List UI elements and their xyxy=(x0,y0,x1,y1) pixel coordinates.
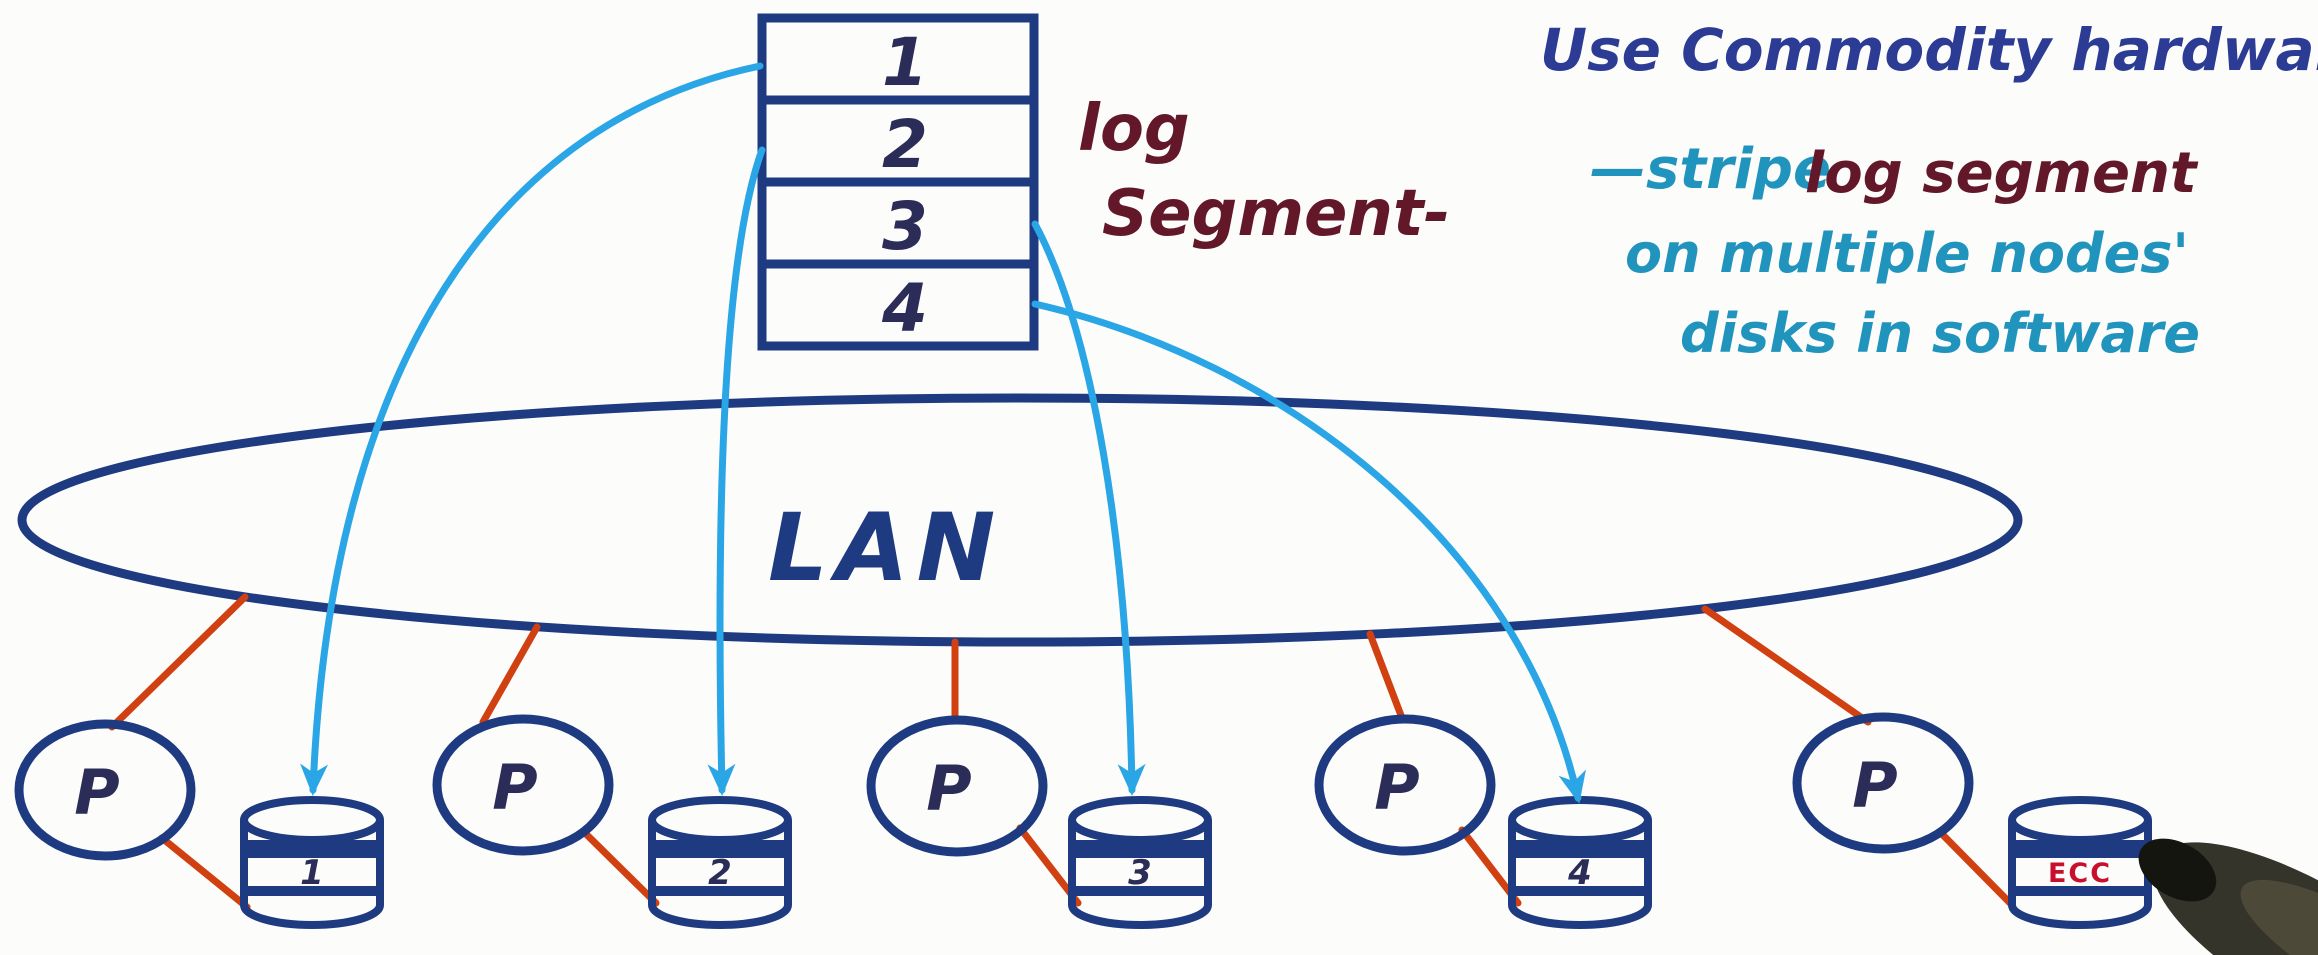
stripe-arrow-4 xyxy=(1031,300,1586,804)
stripe-arrow-3 xyxy=(1031,220,1146,796)
processors: P P P P P xyxy=(14,712,1974,861)
notes: Use Commodity hardware —stripe log segme… xyxy=(1540,16,2318,365)
disk-stripe-band xyxy=(1516,840,1644,858)
note-line4: disks in software xyxy=(1680,302,2200,365)
disk-label-4: 4 xyxy=(1567,853,1592,893)
disk-top xyxy=(648,796,792,844)
log-segment-slot-number-2: 2 xyxy=(882,106,928,183)
stripe-arrow-1 xyxy=(300,62,764,796)
disk-body xyxy=(1508,820,1652,929)
lan-processor-link-1 xyxy=(108,593,249,731)
processor-label-4: P xyxy=(1374,751,1419,824)
log-segment-label-line1: log xyxy=(1078,92,1190,166)
note-line3: on multiple nodes' xyxy=(1625,222,2189,285)
disk-top xyxy=(1508,796,1652,844)
disk-top xyxy=(240,796,384,844)
disk-stripe-band xyxy=(2016,840,2144,858)
disk-ecc-label: ECC xyxy=(2048,858,2112,889)
disk-cylinder-5: ECC xyxy=(2008,796,2152,929)
lan-processor-link-5 xyxy=(1701,605,1872,726)
pen-sheen xyxy=(2240,879,2318,955)
note-line2-dash: —stripe xyxy=(1590,137,1831,202)
processor-circle-1 xyxy=(14,719,196,861)
lan-label: LAN xyxy=(768,494,1003,603)
processor-disk-link-1 xyxy=(158,834,251,911)
disk-stripe-line xyxy=(1074,886,1206,896)
disk-label-1: 1 xyxy=(300,853,324,893)
log-segment-slot-number-3: 3 xyxy=(882,188,928,265)
processor-label-1: P xyxy=(74,756,119,829)
processor-disk-link-2 xyxy=(581,829,660,907)
stripe-arrows xyxy=(300,62,1586,804)
processor-label-5: P xyxy=(1852,749,1897,822)
disk-stripe-band xyxy=(656,840,784,858)
log-segment-label: log Segment- xyxy=(1078,92,1450,251)
processor-circle-5 xyxy=(1792,712,1974,854)
disk-cylinder-2: 2 xyxy=(648,796,792,929)
disk-stripe-line xyxy=(1514,886,1646,896)
disks: 1 2 3 4 ECC xyxy=(240,796,2152,929)
lan-ellipse xyxy=(17,393,2023,647)
log-segment-slot-number-1: 1 xyxy=(882,24,928,101)
disk-body xyxy=(240,820,384,929)
disk-stripe-band xyxy=(1076,840,1204,858)
disk-body xyxy=(2008,820,2152,929)
disk-cylinder-1: 1 xyxy=(240,796,384,929)
disk-label-3: 3 xyxy=(1128,853,1152,893)
disk-label-2: 2 xyxy=(708,853,732,893)
log-segment-label-line2: Segment- xyxy=(1102,177,1450,251)
disk-body xyxy=(648,820,792,929)
processor-circle-2 xyxy=(432,714,614,856)
disk-top xyxy=(1068,796,1212,844)
disk-stripe-line xyxy=(246,886,378,896)
pen-tip xyxy=(2138,838,2217,902)
processor-disk-link-5 xyxy=(1936,828,2016,909)
disk-cylinder-3: 3 xyxy=(1068,796,1212,929)
note-line1: Use Commodity hardware xyxy=(1540,16,2318,84)
processor-circle-3 xyxy=(866,715,1048,857)
stripe-arrow-2 xyxy=(707,146,766,796)
disk-stripe-band xyxy=(248,840,376,858)
lan-processor-link-4 xyxy=(1366,630,1406,722)
lan-processor-link-2 xyxy=(479,623,541,726)
disk-top xyxy=(2008,796,2152,844)
disk-stripe-line xyxy=(2014,886,2146,896)
network-links xyxy=(108,593,2016,911)
disk-stripe-line xyxy=(654,886,786,896)
note-line2-rest: log segment xyxy=(1805,141,2199,206)
disk-body xyxy=(1068,820,1212,929)
log-segment-slot-number-4: 4 xyxy=(881,270,928,347)
processor-label-3: P xyxy=(926,752,971,825)
processor-label-2: P xyxy=(492,751,537,824)
processor-circle-4 xyxy=(1314,714,1496,856)
disk-cylinder-4: 4 xyxy=(1508,796,1652,929)
log-segment-stack: 1 2 3 4 xyxy=(757,13,1039,351)
pen-tip-icon xyxy=(2138,838,2318,955)
